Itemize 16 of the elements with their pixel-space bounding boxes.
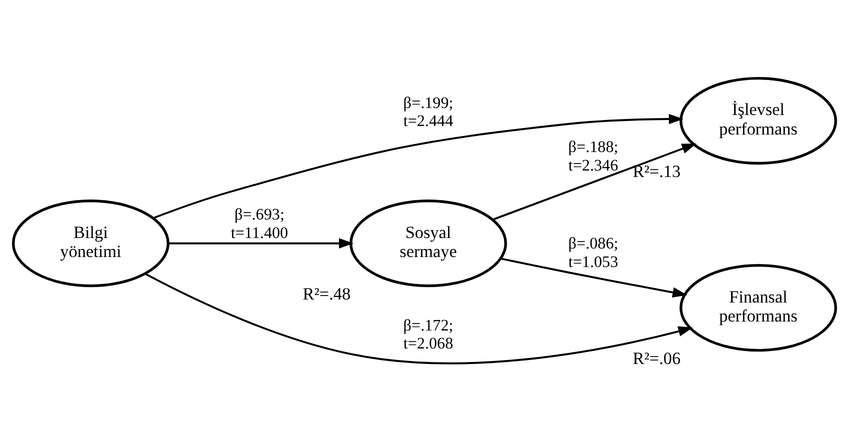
edge-label: β=.188; t=2.346 xyxy=(568,138,618,174)
arrow xyxy=(152,113,684,219)
edge-label: β=.693; t=11.400 xyxy=(230,206,288,242)
arrow xyxy=(492,142,696,220)
arrow xyxy=(144,272,692,364)
node-ellipse: Sosyal sermaye xyxy=(349,199,507,287)
node-label: R²=.13 xyxy=(632,162,680,181)
node-ellipse: Finansal performans xyxy=(679,264,837,352)
arrow xyxy=(168,238,354,248)
node-ellipse: Bilgi yönetimi xyxy=(11,199,169,287)
node-label: R²=.06 xyxy=(632,348,680,368)
node-label: R²=.48 xyxy=(302,284,350,304)
edge-label: β=.199; t=2.444 xyxy=(402,94,453,130)
arrow xyxy=(500,257,687,297)
edge-label: β=.172; t=2.068 xyxy=(402,316,453,352)
edge-label: β=.086; t=1.053 xyxy=(568,235,618,270)
